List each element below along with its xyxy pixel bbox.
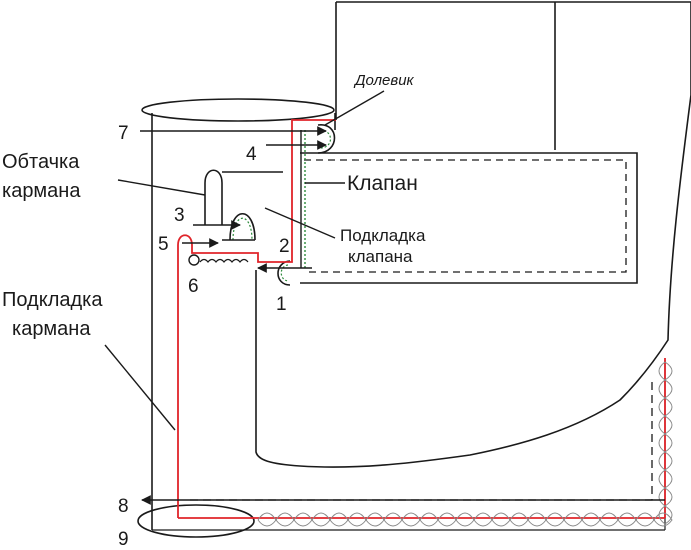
step-number-2: 2 [279, 236, 290, 257]
lining-seam-red [177, 119, 336, 518]
step-number-9: 9 [118, 529, 129, 550]
top-ellipse [141, 98, 335, 122]
bottom-fold [277, 260, 291, 286]
label-obtachka-line1: Обтачка [2, 151, 80, 173]
label-podkladka-karmana-line1: Подкладка [2, 289, 103, 311]
step-number-4: 4 [246, 144, 257, 165]
step-number-5: 5 [158, 234, 169, 255]
pocket-facing [204, 169, 283, 225]
label-podkladka-klapana-line2: клапана [348, 247, 413, 266]
wavy-seam [199, 258, 249, 263]
label-dolevik: Долевик [353, 72, 415, 89]
step6-marker [188, 254, 200, 266]
step-number-1: 1 [276, 294, 287, 315]
step-number-3: 3 [174, 205, 185, 226]
step-number-7: 7 [118, 123, 129, 144]
label-podkladka-klapana-line1: Подкладка [340, 226, 426, 245]
stitch-dashed-bottom [190, 380, 653, 501]
step-arrows [140, 126, 665, 505]
leader-lines [104, 90, 385, 431]
overlock-bottom [257, 512, 673, 527]
label-podkladka-karmana-line2: кармана [12, 318, 91, 340]
overlock-right [658, 361, 673, 525]
top-fold [317, 124, 336, 154]
main-body-panel [255, 1, 691, 468]
step-number-6: 6 [188, 276, 199, 297]
bottom-ellipse [137, 504, 255, 538]
flap-klapan [300, 152, 638, 284]
label-klapan: Клапан [347, 172, 418, 195]
flap-lining-loop [222, 212, 256, 241]
label-obtachka-line2: кармана [2, 180, 81, 202]
step-number-8: 8 [118, 496, 129, 517]
